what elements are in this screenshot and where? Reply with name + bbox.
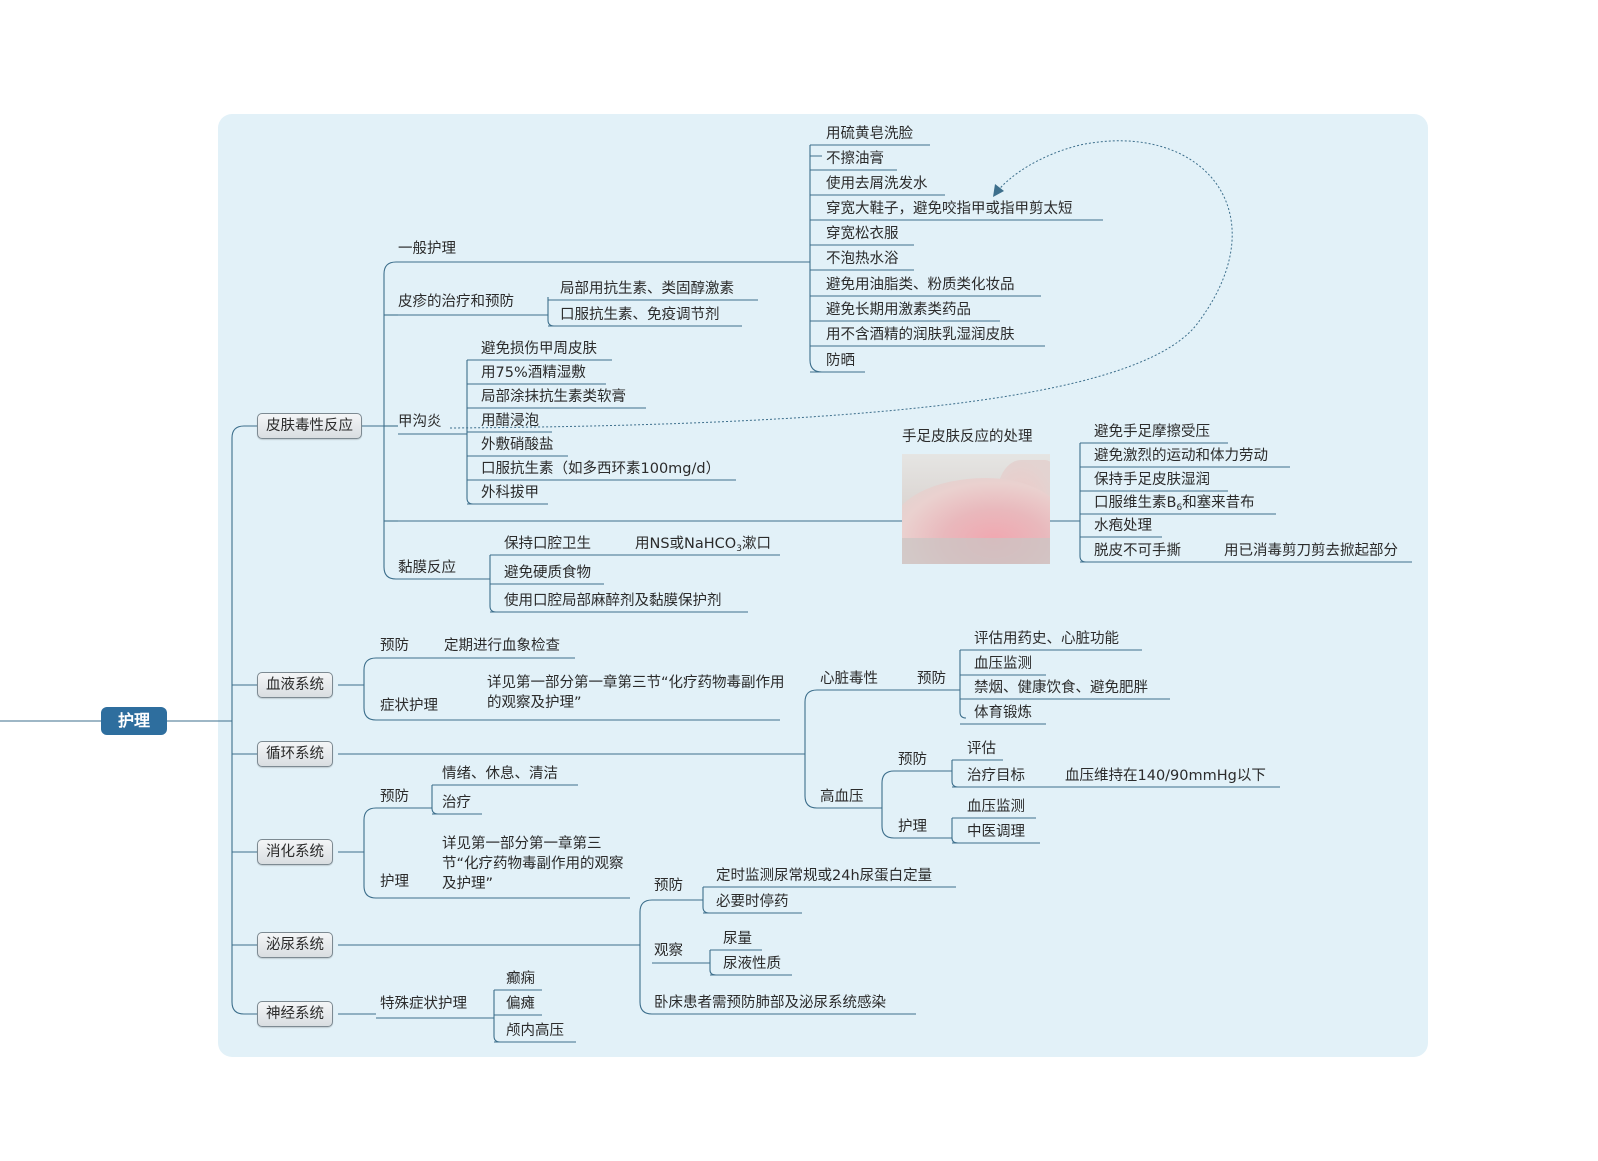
- general-item[interactable]: 避免长期用激素类药品: [826, 302, 971, 318]
- general-item[interactable]: 用不含酒精的润肤乳湿润皮肤: [826, 327, 1015, 343]
- handfoot-item[interactable]: 保持手足皮肤湿润: [1094, 472, 1210, 488]
- urinary-prevent-item[interactable]: 定时监测尿常规或24h尿蛋白定量: [716, 868, 933, 884]
- paronychia-item[interactable]: 外科拔甲: [481, 485, 539, 501]
- node-hypertension[interactable]: 高血压: [820, 789, 864, 805]
- paronychia-item[interactable]: 用75%酒精湿敷: [481, 365, 586, 381]
- general-item[interactable]: 不擦油膏: [826, 151, 884, 167]
- paronychia-item[interactable]: 局部涂抹抗生素类软膏: [481, 389, 626, 405]
- rash-item[interactable]: 口服抗生素、免疫调节剂: [560, 307, 720, 323]
- digest-care-item[interactable]: 详见第一部分第一章第三节“化疗药物毒副作用的观察及护理”: [442, 836, 624, 892]
- node-paronychia[interactable]: 甲沟炎: [398, 414, 442, 430]
- paronychia-item[interactable]: 外敷硝酸盐: [481, 437, 554, 453]
- node-skin-toxicity[interactable]: 皮肤毒性反应: [257, 413, 362, 439]
- urinary-prevent[interactable]: 预防: [654, 878, 683, 894]
- urinary-observe[interactable]: 观察: [654, 943, 683, 959]
- general-item[interactable]: 不泡热水浴: [826, 251, 899, 267]
- node-blood-system[interactable]: 血液系统: [257, 672, 333, 698]
- urinary-observe-item[interactable]: 尿液性质: [723, 956, 781, 972]
- general-item[interactable]: 穿宽大鞋子，避免咬指甲或指甲剪太短: [826, 201, 1073, 217]
- urinary-bedridden[interactable]: 卧床患者需预防肺部及泌尿系统感染: [654, 995, 886, 1011]
- urinary-prevent-item[interactable]: 必要时停药: [716, 894, 789, 910]
- general-item[interactable]: 使用去屑洗发水: [826, 176, 928, 192]
- mucosa-item[interactable]: 保持口腔卫生: [504, 536, 591, 552]
- htn-prevent-item[interactable]: 治疗目标: [967, 768, 1025, 784]
- node-rash-treatment[interactable]: 皮疹的治疗和预防: [398, 294, 514, 310]
- htn-care-item[interactable]: 血压监测: [967, 799, 1025, 815]
- general-item[interactable]: 防晒: [826, 353, 855, 369]
- handfoot-item[interactable]: 避免手足摩擦受压: [1094, 424, 1210, 440]
- node-urinary-system[interactable]: 泌尿系统: [257, 932, 333, 958]
- mucosa-subitem[interactable]: 用NS或NaHCO3漱口: [635, 536, 771, 554]
- handfoot-item[interactable]: 水疱处理: [1094, 518, 1152, 534]
- handfoot-item[interactable]: 避免激烈的运动和体力劳动: [1094, 448, 1268, 464]
- node-hand-foot-reaction[interactable]: 手足皮肤反应的处理: [902, 429, 1033, 445]
- node-general-care[interactable]: 一般护理: [398, 241, 456, 257]
- general-item[interactable]: 穿宽松衣服: [826, 226, 899, 242]
- rash-item[interactable]: 局部用抗生素、类固醇激素: [560, 281, 734, 297]
- handfoot-item[interactable]: 口服维生素B6和塞来昔布: [1094, 495, 1255, 513]
- root-node[interactable]: 护理: [101, 707, 167, 735]
- digest-prevent[interactable]: 预防: [380, 789, 409, 805]
- cardio-item[interactable]: 禁烟、健康饮食、避免肥胖: [974, 680, 1148, 696]
- htn-target[interactable]: 血压维持在140/90mmHg以下: [1065, 768, 1266, 784]
- cardio-item[interactable]: 血压监测: [974, 656, 1032, 672]
- neuro-special[interactable]: 特殊症状护理: [380, 996, 467, 1012]
- mucosa-item[interactable]: 使用口腔局部麻醉剂及黏膜保护剂: [504, 593, 722, 609]
- htn-prevent[interactable]: 预防: [898, 752, 927, 768]
- blood-prevent-item[interactable]: 定期进行血象检查: [444, 638, 560, 654]
- mucosa-item[interactable]: 避免硬质食物: [504, 565, 591, 581]
- urinary-observe-item[interactable]: 尿量: [723, 931, 752, 947]
- node-nervous-system[interactable]: 神经系统: [257, 1001, 333, 1027]
- general-item[interactable]: 用硫黄皂洗脸: [826, 126, 913, 142]
- digest-prevent-item[interactable]: 治疗: [442, 795, 471, 811]
- handfoot-subitem[interactable]: 用已消毒剪刀剪去掀起部分: [1224, 543, 1398, 559]
- htn-prevent-item[interactable]: 评估: [967, 741, 996, 757]
- cardio-item[interactable]: 体育锻炼: [974, 705, 1032, 721]
- cardio-prevent[interactable]: 预防: [917, 671, 946, 687]
- node-circulatory-system[interactable]: 循环系统: [257, 741, 333, 767]
- paronychia-item[interactable]: 避免损伤甲周皮肤: [481, 341, 597, 357]
- digest-care[interactable]: 护理: [380, 874, 409, 890]
- node-digestive-system[interactable]: 消化系统: [257, 839, 333, 865]
- blood-symptom-item[interactable]: 详见第一部分第一章第三节“化疗药物毒副作用的观察及护理”: [487, 675, 785, 711]
- paronychia-item[interactable]: 口服抗生素（如多西环素100mg/d）: [481, 461, 721, 477]
- general-item[interactable]: 避免用油脂类、粉质类化妆品: [826, 277, 1015, 293]
- paronychia-item[interactable]: 用醋浸泡: [481, 413, 539, 429]
- htn-care-item[interactable]: 中医调理: [967, 824, 1025, 840]
- node-mucosa-reaction[interactable]: 黏膜反应: [398, 560, 456, 576]
- foot-photo: [902, 454, 1050, 564]
- blood-symptom[interactable]: 症状护理: [380, 698, 438, 714]
- digest-prevent-item[interactable]: 情绪、休息、清洁: [442, 766, 558, 782]
- node-cardiotoxicity[interactable]: 心脏毒性: [820, 671, 878, 687]
- neuro-item[interactable]: 癫痫: [506, 971, 535, 987]
- neuro-item[interactable]: 颅内高压: [506, 1023, 564, 1039]
- handfoot-item[interactable]: 脱皮不可手撕: [1094, 543, 1181, 559]
- neuro-item[interactable]: 偏瘫: [506, 996, 535, 1012]
- cardio-item[interactable]: 评估用药史、心脏功能: [974, 631, 1119, 647]
- blood-prevent[interactable]: 预防: [380, 638, 409, 654]
- htn-care[interactable]: 护理: [898, 819, 927, 835]
